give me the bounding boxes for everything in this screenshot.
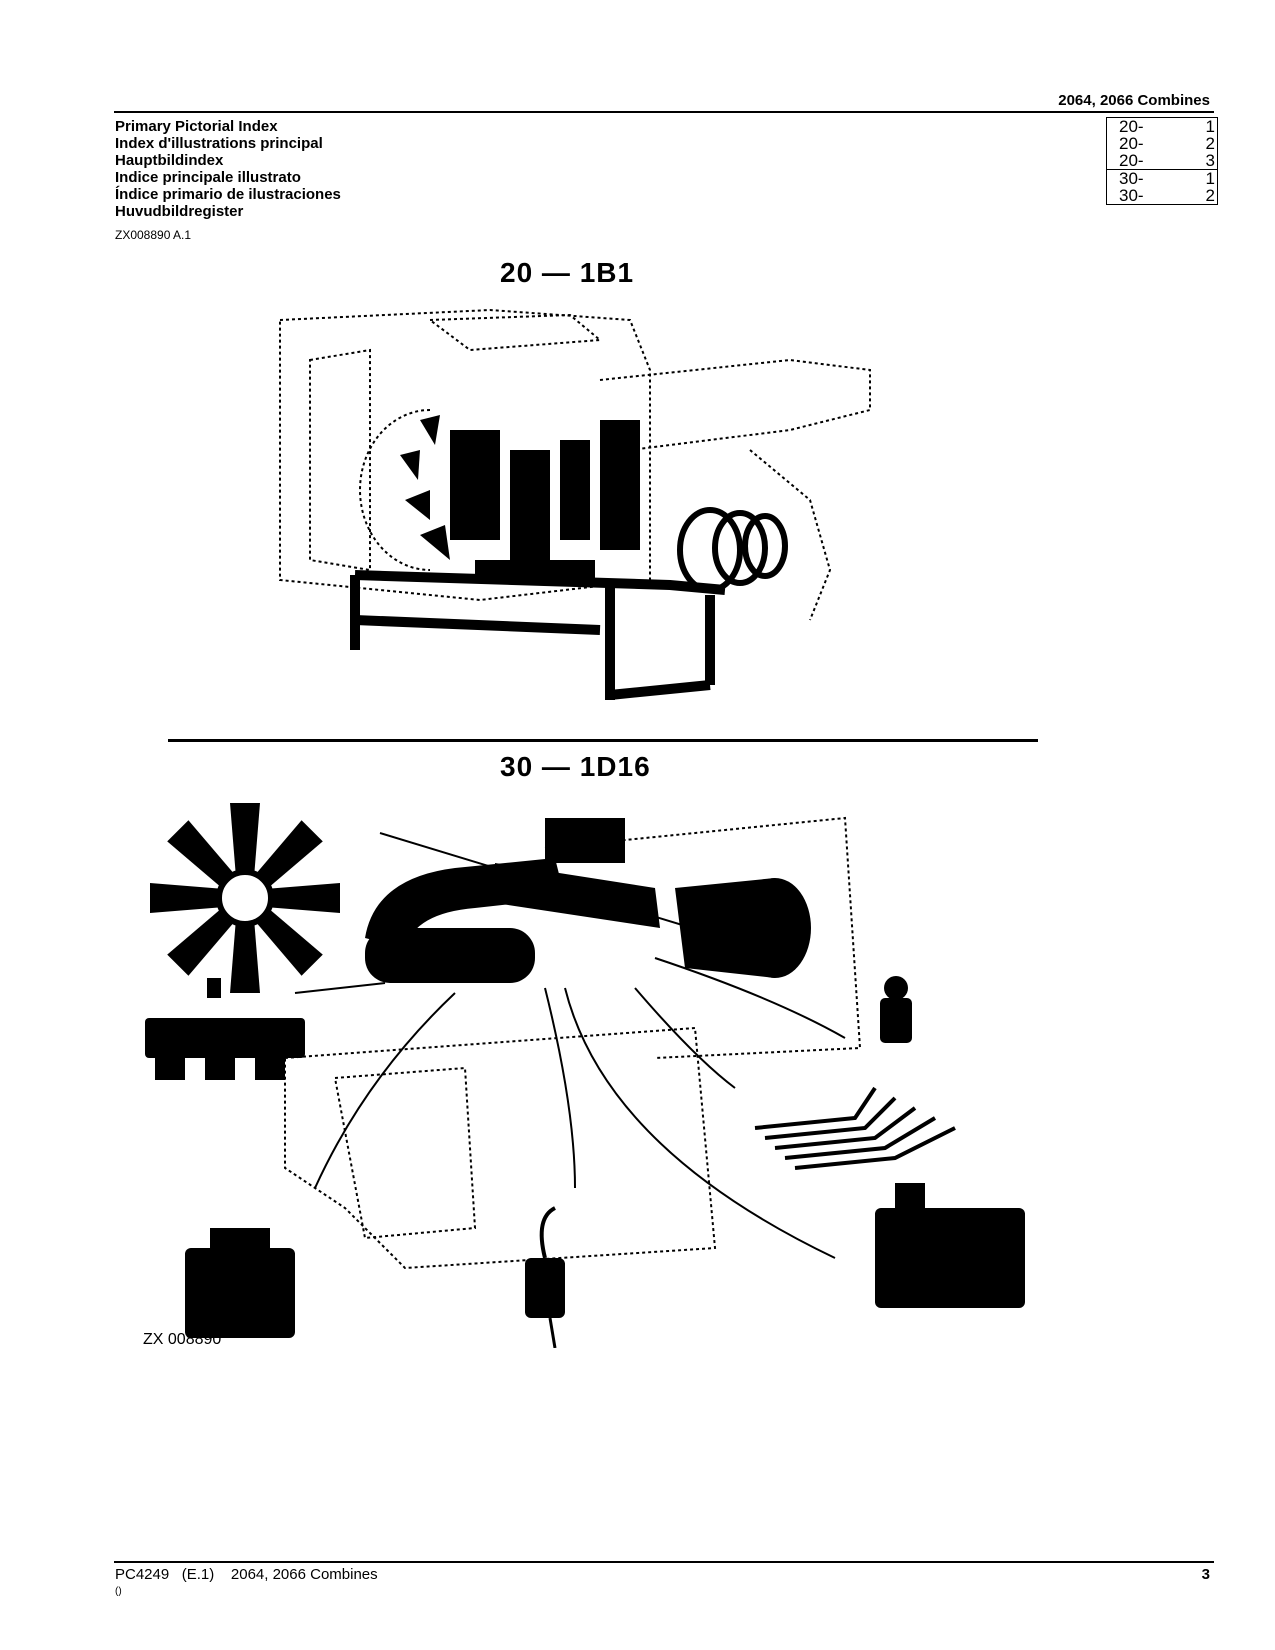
callout-arrows [294,832,846,1259]
figure-divider [168,739,1038,742]
index-row[interactable]: 30- 2 [1107,187,1218,205]
index-page: 1 [1205,117,1215,136]
index-section: 30- [1119,186,1144,205]
index-page: 1 [1188,169,1218,187]
sensor-icon [525,1206,565,1348]
injection-pump-icon [875,1183,1025,1308]
relay-box-icon [185,1228,295,1338]
title-it: Indice principale illustrato [115,169,301,186]
illustration-tag: ZX 008890 [143,1331,222,1348]
footer-doc-info: PC4249 (E.1) 2064, 2066 Combines [115,1566,378,1583]
header-rule [114,111,1214,113]
footer-subtext: () [115,1586,122,1597]
index-section: 20- [1119,134,1144,153]
index-row[interactable]: 30- 1 [1106,169,1218,187]
fuel-system-exploded-illustration[interactable] [135,788,1035,1348]
title-block: Primary Pictorial Index Index d'illustra… [115,118,341,220]
title-de: Hauptbildindex [115,152,224,169]
index-page: 2 [1205,134,1215,153]
fuel-injection-lines-icon [754,1086,956,1170]
title-es: Índice primario de ilustraciones [115,186,341,203]
index-row[interactable]: 20- 2 [1107,135,1218,152]
footer-rule [114,1561,1214,1563]
figure-1-label[interactable]: 20 — 1B1 [500,257,635,288]
engine-assembly-illustration[interactable] [270,300,910,720]
intake-manifold-icon [145,978,305,1080]
cooling-fan-icon [400,415,450,560]
fuel-filter-icon [880,976,912,1043]
index-page: 2 [1205,186,1215,205]
index-table: 20- 1 20- 2 20- 3 30- 1 30- 2 [1106,117,1218,205]
index-row[interactable]: 20- 1 [1107,118,1218,136]
fan-icon [150,803,340,993]
engine-ghost-outline [284,816,862,1270]
figure-2-label[interactable]: 30 — 1D16 [500,751,651,782]
pulley-icon [677,507,788,593]
index-section: 20- [1119,117,1144,136]
air-filter-icon [365,818,811,983]
index-row[interactable]: 20- 3 [1107,152,1218,170]
title-sv: Huvudbildregister [115,203,244,220]
engine-stand [350,570,726,700]
title-en: Primary Pictorial Index [115,118,278,135]
engine-block [450,420,640,580]
index-page: 3 [1205,151,1215,170]
index-section: 20- [1119,151,1144,170]
reference-code: ZX008890 A.1 [115,228,192,242]
index-section: 30- [1106,169,1189,187]
title-fr: Index d'illustrations principal [115,135,323,152]
page-number: 3 [1201,1566,1210,1583]
header-model: 2064, 2066 Combines [1058,92,1210,109]
